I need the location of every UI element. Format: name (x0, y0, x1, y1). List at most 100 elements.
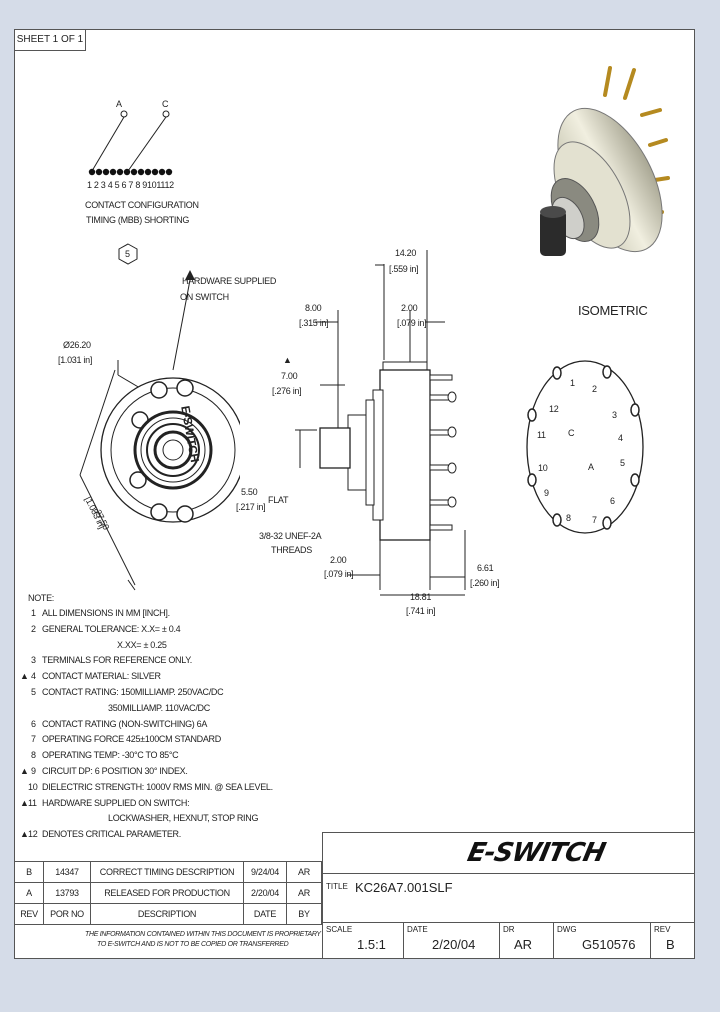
isometric-drawing (540, 66, 670, 256)
terminal-mm: 2.00 (401, 303, 418, 313)
revision-table: B 14347 CORRECT TIMING DESCRIPTION 9/24/… (14, 861, 322, 925)
logo-cell (322, 832, 695, 874)
contact-numbers: 1 2 3 4 5 6 7 8 9101112 (87, 180, 174, 190)
rear-terminal-8: 8 (566, 513, 571, 523)
note-text: DIELECTRIC STRENGTH: 1000V RMS MIN. @ SE… (42, 781, 273, 792)
proprietary-line1: THE INFORMATION CONTAINED WITHIN THIS DO… (85, 931, 321, 938)
note-text: OPERATING FORCE 425±100CM STANDARD (42, 734, 221, 745)
part-number: KC26A7.001SLF (355, 880, 453, 895)
revision-row: B 14347 CORRECT TIMING DESCRIPTION 9/24/… (14, 861, 322, 883)
note-text: ALL DIMENSIONS IN MM [INCH]. (42, 608, 170, 618)
note-number: 2 (31, 623, 36, 634)
drawn-by-cell: DR AR (499, 922, 554, 959)
note-text: GENERAL TOLERANCE: X.X= ± 0.4 (42, 623, 181, 634)
by-cell: AR (286, 861, 322, 883)
desc-cell: RELEASED FOR PRODUCTION (90, 882, 244, 904)
sheet-label: SHEET 1 OF 1 (14, 29, 86, 51)
note-text: CONTACT RATING (NON-SWITCHING) 6A (42, 718, 208, 729)
critical-flag-icon: ▲ (20, 766, 29, 776)
note-text: CONTACT MATERIAL: SILVER (42, 671, 161, 682)
note-number: 7 (31, 734, 36, 745)
drawing-number-cell: DWG G510576 (553, 922, 651, 959)
note-text: LOCKWASHER, HEXNUT, STOP RING (108, 813, 259, 824)
bushing-in: [.079 in] (324, 569, 354, 579)
por-header: POR NO (43, 903, 91, 925)
revision-label: REV (654, 925, 671, 934)
rear-terminal-a: A (588, 462, 594, 472)
note-number: 11 (28, 797, 37, 808)
date-value: 2/20/04 (432, 937, 476, 952)
flat-mm: 5.50 (241, 487, 258, 497)
diameter-in: [1.031 in] (58, 355, 93, 365)
desc-cell: CORRECT TIMING DESCRIPTION (90, 861, 244, 883)
rear-view-drawing (526, 360, 644, 534)
flat-label: FLAT (268, 495, 289, 505)
note-text: OPERATING TEMP: -30°C TO 85°C (42, 750, 179, 761)
hex-note-number: 5 (125, 249, 130, 259)
note-number: 8 (31, 750, 36, 761)
note-number: 4 (31, 671, 36, 682)
drawing-number-value: G510576 (582, 937, 636, 952)
shaft-length-mm: 8.00 (305, 303, 322, 313)
revision-value: B (666, 937, 675, 952)
terminal-in: [.079 in] (397, 318, 427, 328)
rear-terminal-1: 1 (570, 378, 575, 388)
rear-terminal-12: 12 (549, 404, 559, 414)
title-cell: TITLE KC26A7.001SLF (322, 873, 695, 923)
hardware-note-line1: HARDWARE SUPPLIED (182, 276, 277, 286)
note-number: 10 (28, 781, 38, 792)
rear-terminal-11: 11 (537, 430, 546, 440)
por-cell: 14347 (43, 861, 91, 883)
isometric-label: ISOMETRIC (578, 303, 648, 318)
note-text: X.XX= ± 0.25 (117, 639, 167, 650)
drawn-by-label: DR (503, 925, 515, 934)
hex-note-icon (118, 243, 138, 265)
note-number: 3 (31, 655, 36, 666)
flat-depth-flag: ▲ (283, 355, 292, 365)
note-text: DENOTES CRITICAL PARAMETER. (42, 829, 181, 840)
revision-row: A 13793 RELEASED FOR PRODUCTION 2/20/04 … (14, 882, 322, 904)
rear-terminal-6: 6 (610, 496, 615, 506)
por-cell: 13793 (43, 882, 91, 904)
date-cell: DATE 2/20/04 (403, 922, 500, 959)
company-logo: E-SWITCH (464, 838, 608, 868)
pin-c-label: C (162, 99, 169, 109)
body-in: [.741 in] (406, 606, 436, 616)
rev-header: REV (14, 903, 44, 925)
critical-flag-icon: ▲ (20, 797, 29, 808)
drawing-number-label: DWG (557, 925, 577, 934)
critical-flag-icon: ▲ (20, 671, 29, 682)
diameter-mm: Ø26.20 (63, 340, 91, 350)
rear-terminal-3: 3 (612, 410, 617, 420)
overall-mm: 14.20 (395, 248, 417, 258)
contact-config-title: CONTACT CONFIGURATION (85, 200, 199, 210)
note-text: TERMINALS FOR REFERENCE ONLY. (42, 655, 192, 666)
scale-value: 1.5:1 (357, 937, 386, 952)
bushing-mm: 2.00 (330, 555, 347, 565)
side-view-drawing (295, 250, 466, 596)
body-mm: 18.81 (410, 592, 432, 602)
note-text: 350MILLIAMP. 110VAC/DC (108, 702, 210, 713)
title-label: TITLE (326, 882, 348, 891)
note-text: HARDWARE SUPPLIED ON SWITCH: (42, 797, 190, 808)
revision-cell: REV B (650, 922, 695, 959)
overall-in: [.559 in] (389, 264, 419, 274)
note-number: 12 (28, 829, 38, 840)
date-label: DATE (407, 925, 428, 934)
date-cell: 9/24/04 (243, 861, 287, 883)
scale-label: SCALE (326, 925, 353, 934)
note-number: 5 (31, 687, 36, 697)
flat-depth-in: [.276 in] (272, 386, 302, 396)
proprietary-line2: TO E-SWITCH AND IS NOT TO BE COPIED OR T… (97, 941, 289, 948)
flat-in: [.217 in] (236, 502, 266, 512)
notes-header: NOTE: (28, 593, 55, 603)
thread-spec: 3/8-32 UNEF-2A (259, 531, 322, 541)
pin-mm: 6.61 (477, 563, 494, 573)
desc-header: DESCRIPTION (90, 903, 244, 925)
rear-terminal-5: 5 (620, 458, 625, 468)
by-cell: AR (286, 882, 322, 904)
contact-diagram (88, 110, 173, 176)
note-text: CIRCUIT DP: 6 POSITION 30° INDEX. (42, 766, 188, 776)
front-view-drawing (79, 270, 240, 591)
drawn-by-value: AR (514, 937, 533, 952)
